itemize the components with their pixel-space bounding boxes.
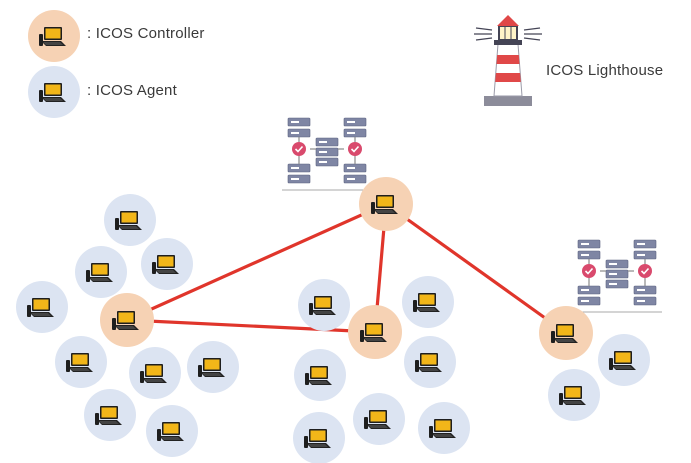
agent-node — [141, 238, 193, 290]
link — [125, 318, 377, 334]
link — [125, 202, 388, 322]
agent-node — [129, 347, 181, 399]
agent-node — [294, 349, 346, 401]
agent-node — [104, 194, 156, 246]
controller-node — [100, 293, 154, 347]
agent-node — [84, 389, 136, 441]
lighthouse-label: ICOS Lighthouse — [546, 62, 664, 79]
server-cluster-icon — [571, 239, 663, 313]
agent-node — [353, 393, 405, 445]
controller-node — [348, 305, 402, 359]
legend-controller-marker — [28, 10, 80, 62]
legend-agent-marker — [28, 66, 80, 118]
link — [384, 202, 568, 335]
controller-node — [359, 177, 413, 231]
agent-node — [298, 279, 350, 331]
server-cluster-icon — [281, 117, 373, 191]
legend-controller-label: : ICOS Controller — [87, 25, 205, 42]
controller-node — [539, 306, 593, 360]
agent-node — [598, 334, 650, 386]
legend-agent-label: : ICOS Agent — [87, 82, 177, 99]
agent-node — [404, 336, 456, 388]
lighthouse-icon — [474, 15, 542, 106]
agent-node — [418, 402, 470, 454]
agent-node — [402, 276, 454, 328]
agent-node — [55, 336, 107, 388]
agent-node — [548, 369, 600, 421]
agent-node — [75, 246, 127, 298]
agent-node — [16, 281, 68, 333]
agent-node — [146, 405, 198, 457]
agent-node — [293, 412, 345, 463]
agent-node — [187, 341, 239, 393]
